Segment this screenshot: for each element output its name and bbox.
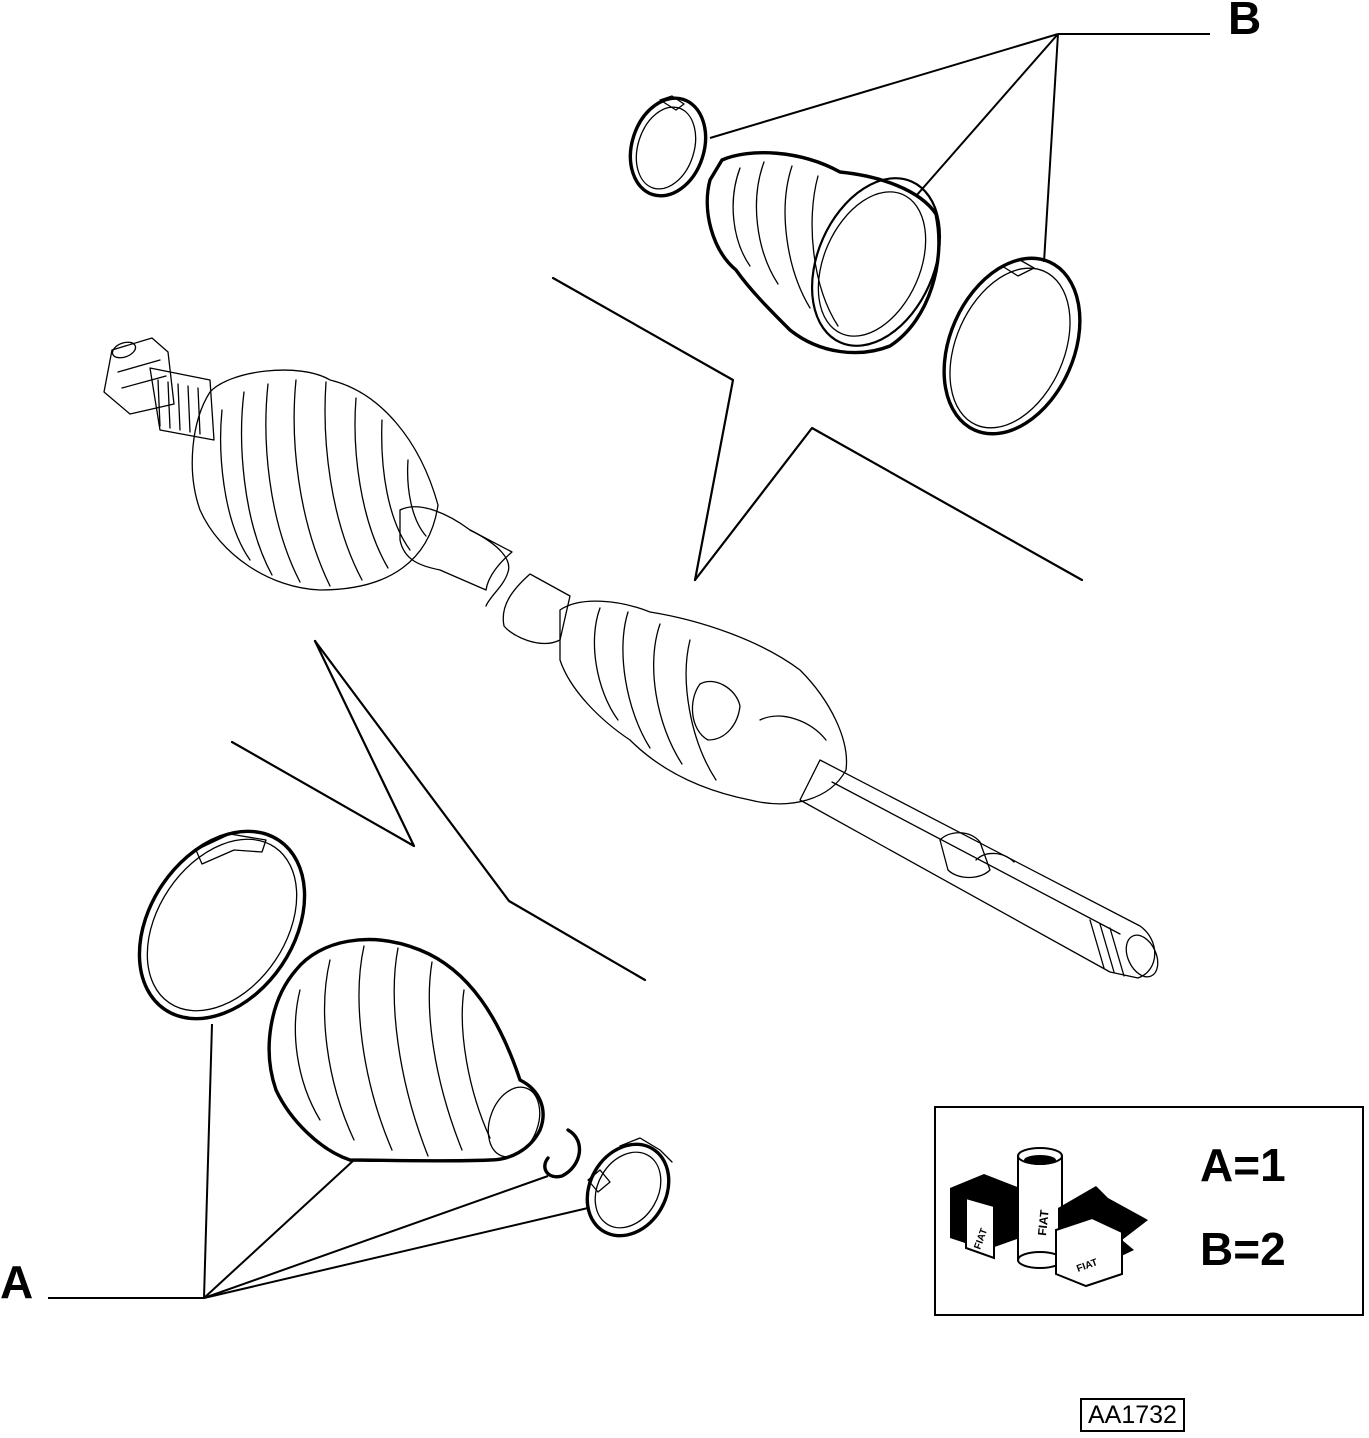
- drive-shaft-assembly: [103, 337, 1159, 979]
- kit-b-large-clamp: [942, 256, 1082, 436]
- drawing-code-label: AA1732: [1080, 1398, 1185, 1432]
- outer-cv-joint-boot: [191, 369, 439, 591]
- kit-a-large-clamp: [137, 829, 307, 1021]
- inner-joint-housing: [559, 600, 848, 805]
- callout-b-leaders: [709, 33, 1210, 263]
- breakout-lines-a: [230, 639, 647, 982]
- spare-parts-kit-icon: FIAT FIAT FIAT: [950, 1147, 1148, 1288]
- brand-mark-center: FIAT: [1035, 1209, 1052, 1237]
- quantity-a-label: A=1: [1200, 1139, 1286, 1191]
- quantity-legend: FIAT FIAT FIAT A=1 B=2: [934, 1106, 1364, 1316]
- repair-kit-a: [48, 829, 673, 1299]
- kit-b-boot: [705, 151, 942, 355]
- callout-label-b: B: [1228, 0, 1261, 44]
- shaft-middle-section: [399, 506, 571, 645]
- kit-a-boot: [267, 937, 545, 1163]
- breakout-lines-b: [551, 276, 1084, 582]
- callout-label-a: A: [0, 1256, 33, 1308]
- inner-spline-shaft: [799, 759, 1159, 979]
- kit-a-snap-ring: [543, 1128, 582, 1179]
- callout-a-leaders: [48, 1023, 589, 1299]
- repair-kit-b: [628, 33, 1210, 436]
- kit-a-small-clamp: [585, 1137, 673, 1238]
- kit-b-small-clamp: [628, 95, 708, 198]
- quantity-b-label: B=2: [1200, 1223, 1286, 1275]
- outer-spline-stub: [103, 337, 215, 441]
